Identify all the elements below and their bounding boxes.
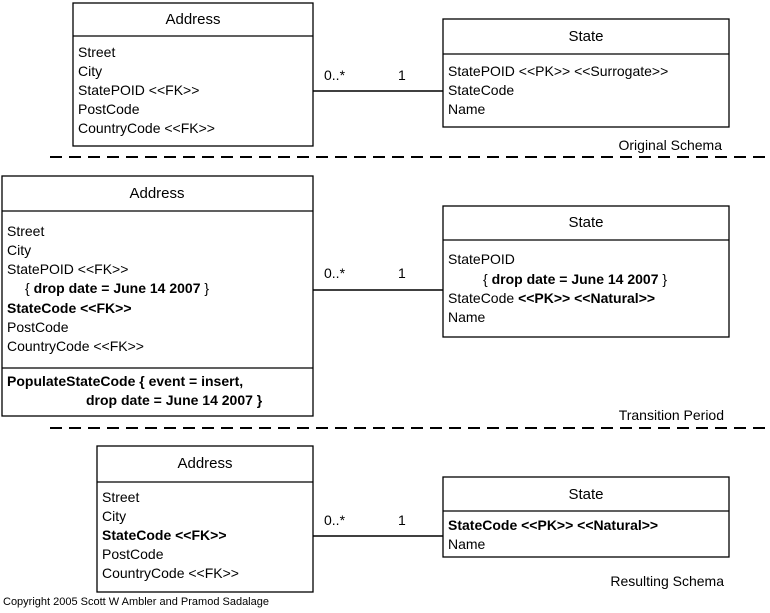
attribute: Name	[448, 101, 486, 117]
original-schema: Address Street City StatePOID <<FK>> Pos…	[50, 2, 768, 158]
attribute: City	[7, 242, 31, 258]
address-class-transition: Address Street City StatePOID <<FK>> { d…	[1, 175, 314, 417]
address-box	[1, 175, 314, 417]
attribute: CountryCode <<FK>>	[7, 338, 144, 354]
attribute: StateCode	[448, 82, 514, 98]
class-title: Address	[129, 185, 184, 202]
state-class-transition: State StatePOID { drop date = June 14 20…	[442, 205, 730, 338]
attribute: Street	[7, 223, 44, 239]
address-class-result: Address Street City StateCode <<FK>> Pos…	[96, 445, 314, 593]
section-label: Resulting Schema	[610, 573, 724, 589]
class-title: State	[568, 486, 603, 503]
state-box	[442, 476, 730, 558]
class-title: Address	[165, 11, 220, 28]
address-box	[96, 445, 314, 593]
multiplicity-one: 1	[398, 512, 406, 528]
attribute: PostCode	[78, 101, 140, 117]
constraint-drop-date: { drop date = June 14 2007 }	[483, 271, 667, 287]
multiplicity-many: 0..*	[324, 67, 346, 83]
attribute: StatePOID <<FK>>	[78, 82, 199, 98]
attribute: StatePOID <<FK>>	[7, 261, 128, 277]
trigger-operation: PopulateStateCode { event = insert,	[7, 373, 243, 389]
attribute-new-fk: StateCode <<FK>>	[7, 300, 132, 316]
resulting-schema: Address Street City StateCode <<FK>> Pos…	[96, 445, 730, 593]
attribute: CountryCode <<FK>>	[102, 565, 239, 581]
attribute: CountryCode <<FK>>	[78, 120, 215, 136]
address-class-original: Address Street City StatePOID <<FK>> Pos…	[72, 2, 314, 147]
multiplicity-one: 1	[398, 265, 406, 281]
attribute: City	[102, 508, 126, 524]
class-title: Address	[177, 455, 232, 472]
trigger-operation: drop date = June 14 2007 }	[86, 392, 263, 408]
attribute: Name	[448, 309, 486, 325]
attribute: Street	[102, 489, 139, 505]
attribute: City	[78, 63, 102, 79]
state-class-original: State StatePOID <<PK>> <<Surrogate>> Sta…	[442, 18, 730, 128]
attribute: Name	[448, 536, 486, 552]
attribute-natural-key: StateCode <<PK>> <<Natural>>	[448, 517, 658, 533]
class-title: State	[568, 214, 603, 231]
attribute: PostCode	[102, 546, 164, 562]
address-box	[72, 2, 314, 147]
copyright-notice: Copyright 2005 Scott W Ambler and Pramod…	[3, 596, 269, 608]
attribute: PostCode	[7, 319, 69, 335]
transition-period: Address Street City StatePOID <<FK>> { d…	[1, 175, 768, 429]
state-box	[442, 205, 730, 338]
attribute-fk: StateCode <<FK>>	[102, 527, 227, 543]
state-box	[442, 18, 730, 128]
attribute: StatePOID	[448, 251, 515, 267]
multiplicity-many: 0..*	[324, 265, 346, 281]
constraint-drop-date: { drop date = June 14 2007 }	[25, 280, 209, 296]
class-title: State	[568, 28, 603, 45]
state-class-result: State StateCode <<PK>> <<Natural>> Name	[442, 476, 730, 558]
section-label: Transition Period	[619, 407, 724, 423]
attribute: StatePOID <<PK>> <<Surrogate>>	[448, 63, 668, 79]
attribute: Street	[78, 44, 115, 60]
attribute-natural-key: StateCode <<PK>> <<Natural>>	[448, 290, 655, 306]
multiplicity-many: 0..*	[324, 512, 346, 528]
multiplicity-one: 1	[398, 67, 406, 83]
section-label: Original Schema	[619, 137, 723, 153]
